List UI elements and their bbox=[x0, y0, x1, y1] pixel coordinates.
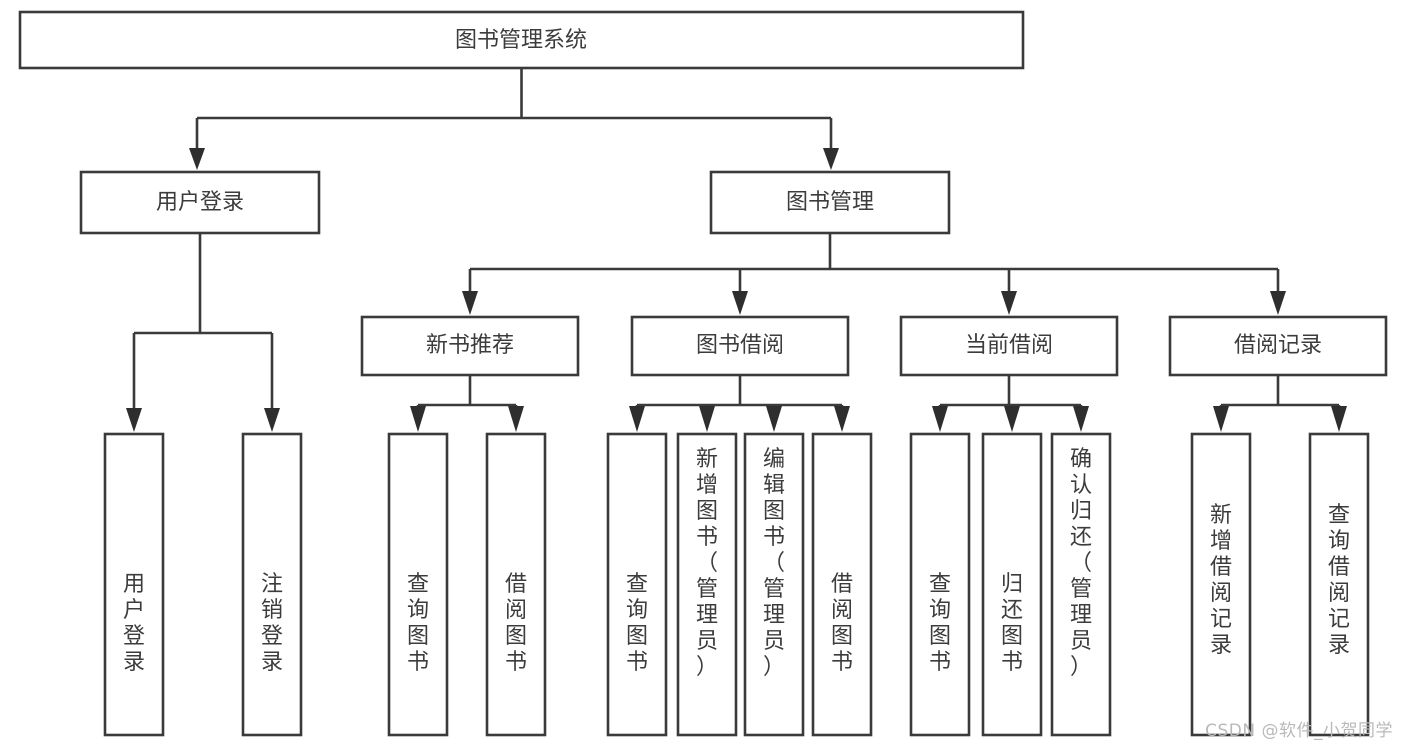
node-label-leaf: 查询图书 bbox=[407, 572, 429, 675]
arrow-head-icon bbox=[1270, 291, 1286, 315]
node-box-leaf[interactable] bbox=[909, 432, 971, 737]
node-leaf-return-book[interactable]: 归还图书 bbox=[981, 432, 1043, 737]
arrow-head-icon bbox=[766, 406, 782, 432]
connector-layer bbox=[126, 68, 1347, 432]
node-leaf-add-book-admin[interactable]: 新增图书（管理员） bbox=[676, 432, 738, 737]
arrow-head-icon bbox=[732, 291, 748, 315]
node-label-leaf: 归还图书 bbox=[1001, 572, 1023, 675]
node-label-new-book-recommend: 新书推荐 bbox=[426, 333, 514, 358]
node-box-leaf[interactable] bbox=[103, 432, 165, 737]
node-user-login[interactable]: 用户登录 bbox=[79, 170, 321, 235]
arrow-head-icon bbox=[629, 406, 645, 432]
node-book-manage[interactable]: 图书管理 bbox=[709, 170, 951, 235]
node-leaf-borrow-book-rec[interactable]: 借阅图书 bbox=[485, 432, 547, 737]
node-box-book-borrow[interactable] bbox=[630, 315, 850, 377]
node-label-leaf: 确认归还（管理员） bbox=[1070, 447, 1092, 680]
node-box-leaf[interactable] bbox=[606, 432, 668, 737]
node-leaf-query-borrow-record[interactable]: 查询借阅记录 bbox=[1308, 432, 1370, 737]
arrow-head-icon bbox=[410, 406, 426, 432]
arrow-head-icon bbox=[1213, 406, 1229, 432]
node-box-leaf[interactable] bbox=[676, 432, 738, 737]
node-box-root[interactable] bbox=[18, 10, 1025, 70]
node-label-user-login: 用户登录 bbox=[156, 190, 244, 215]
node-box-leaf[interactable] bbox=[241, 432, 303, 737]
node-label-leaf: 借阅图书 bbox=[505, 572, 527, 675]
arrow-head-icon bbox=[1004, 406, 1020, 432]
node-new-book-recommend[interactable]: 新书推荐 bbox=[360, 315, 580, 377]
node-leaf-query-book-rec[interactable]: 查询图书 bbox=[387, 432, 449, 737]
node-box-new-book-recommend[interactable] bbox=[360, 315, 580, 377]
node-box-leaf[interactable] bbox=[1050, 432, 1112, 737]
arrow-head-icon bbox=[508, 406, 524, 432]
node-root-system[interactable]: 图书管理系统 bbox=[18, 10, 1025, 70]
arrow-head-icon bbox=[1073, 406, 1089, 432]
node-box-leaf[interactable] bbox=[1308, 432, 1370, 737]
node-borrow-record[interactable]: 借阅记录 bbox=[1168, 315, 1388, 377]
node-label-leaf: 用户登录 bbox=[123, 572, 145, 675]
arrow-head-icon bbox=[699, 406, 715, 432]
node-leaf-query-book-borrow[interactable]: 查询图书 bbox=[606, 432, 668, 737]
node-leaf-logout[interactable]: 注销登录 bbox=[241, 432, 303, 737]
arrow-head-icon bbox=[189, 148, 205, 170]
node-label-root: 图书管理系统 bbox=[455, 28, 587, 53]
node-label-leaf: 注销登录 bbox=[261, 572, 283, 675]
node-leaf-edit-book-admin[interactable]: 编辑图书（管理员） bbox=[743, 432, 805, 737]
node-box-book-manage[interactable] bbox=[709, 170, 951, 235]
arrow-head-icon bbox=[126, 408, 142, 432]
node-box-leaf[interactable] bbox=[981, 432, 1043, 737]
node-leaf-add-borrow-record[interactable]: 新增借阅记录 bbox=[1190, 432, 1252, 737]
arrow-head-icon bbox=[1001, 291, 1017, 315]
node-leaf-confirm-return-admin[interactable]: 确认归还（管理员） bbox=[1050, 432, 1112, 737]
node-label-leaf: 查询图书 bbox=[626, 572, 648, 675]
node-box-leaf[interactable] bbox=[743, 432, 805, 737]
node-box-leaf[interactable] bbox=[811, 432, 873, 737]
arrow-head-icon bbox=[823, 148, 839, 170]
arrow-head-icon bbox=[264, 408, 280, 432]
node-label-leaf: 新增借阅记录 bbox=[1210, 503, 1232, 658]
node-leaf-query-book-current[interactable]: 查询图书 bbox=[909, 432, 971, 737]
node-label-book-borrow: 图书借阅 bbox=[696, 333, 784, 358]
node-label-leaf: 查询借阅记录 bbox=[1328, 503, 1350, 658]
arrow-head-icon bbox=[932, 406, 948, 432]
node-label-borrow-record: 借阅记录 bbox=[1234, 333, 1322, 358]
node-current-borrow[interactable]: 当前借阅 bbox=[899, 315, 1119, 377]
node-label-current-borrow: 当前借阅 bbox=[965, 333, 1053, 358]
node-leaf-borrow-book[interactable]: 借阅图书 bbox=[811, 432, 873, 737]
node-label-leaf: 编辑图书（管理员） bbox=[763, 447, 785, 680]
watermark-credit: CSDN @软件_小贺同学 bbox=[1205, 721, 1393, 741]
node-label-leaf: 新增图书（管理员） bbox=[696, 447, 718, 680]
node-box-borrow-record[interactable] bbox=[1168, 315, 1388, 377]
node-label-leaf: 借阅图书 bbox=[831, 572, 853, 675]
node-box-user-login[interactable] bbox=[79, 170, 321, 235]
node-box-leaf[interactable] bbox=[1190, 432, 1252, 737]
node-label-leaf: 查询图书 bbox=[929, 572, 951, 675]
node-box-leaf[interactable] bbox=[485, 432, 547, 737]
node-box-leaf[interactable] bbox=[387, 432, 449, 737]
node-box-current-borrow[interactable] bbox=[899, 315, 1119, 377]
arrow-head-icon bbox=[462, 291, 478, 315]
node-label-book-manage: 图书管理 bbox=[786, 190, 874, 215]
node-leaf-user-login[interactable]: 用户登录 bbox=[103, 432, 165, 737]
node-book-borrow[interactable]: 图书借阅 bbox=[630, 315, 850, 377]
arrow-head-icon bbox=[834, 406, 850, 432]
arrow-head-icon bbox=[1331, 406, 1347, 432]
